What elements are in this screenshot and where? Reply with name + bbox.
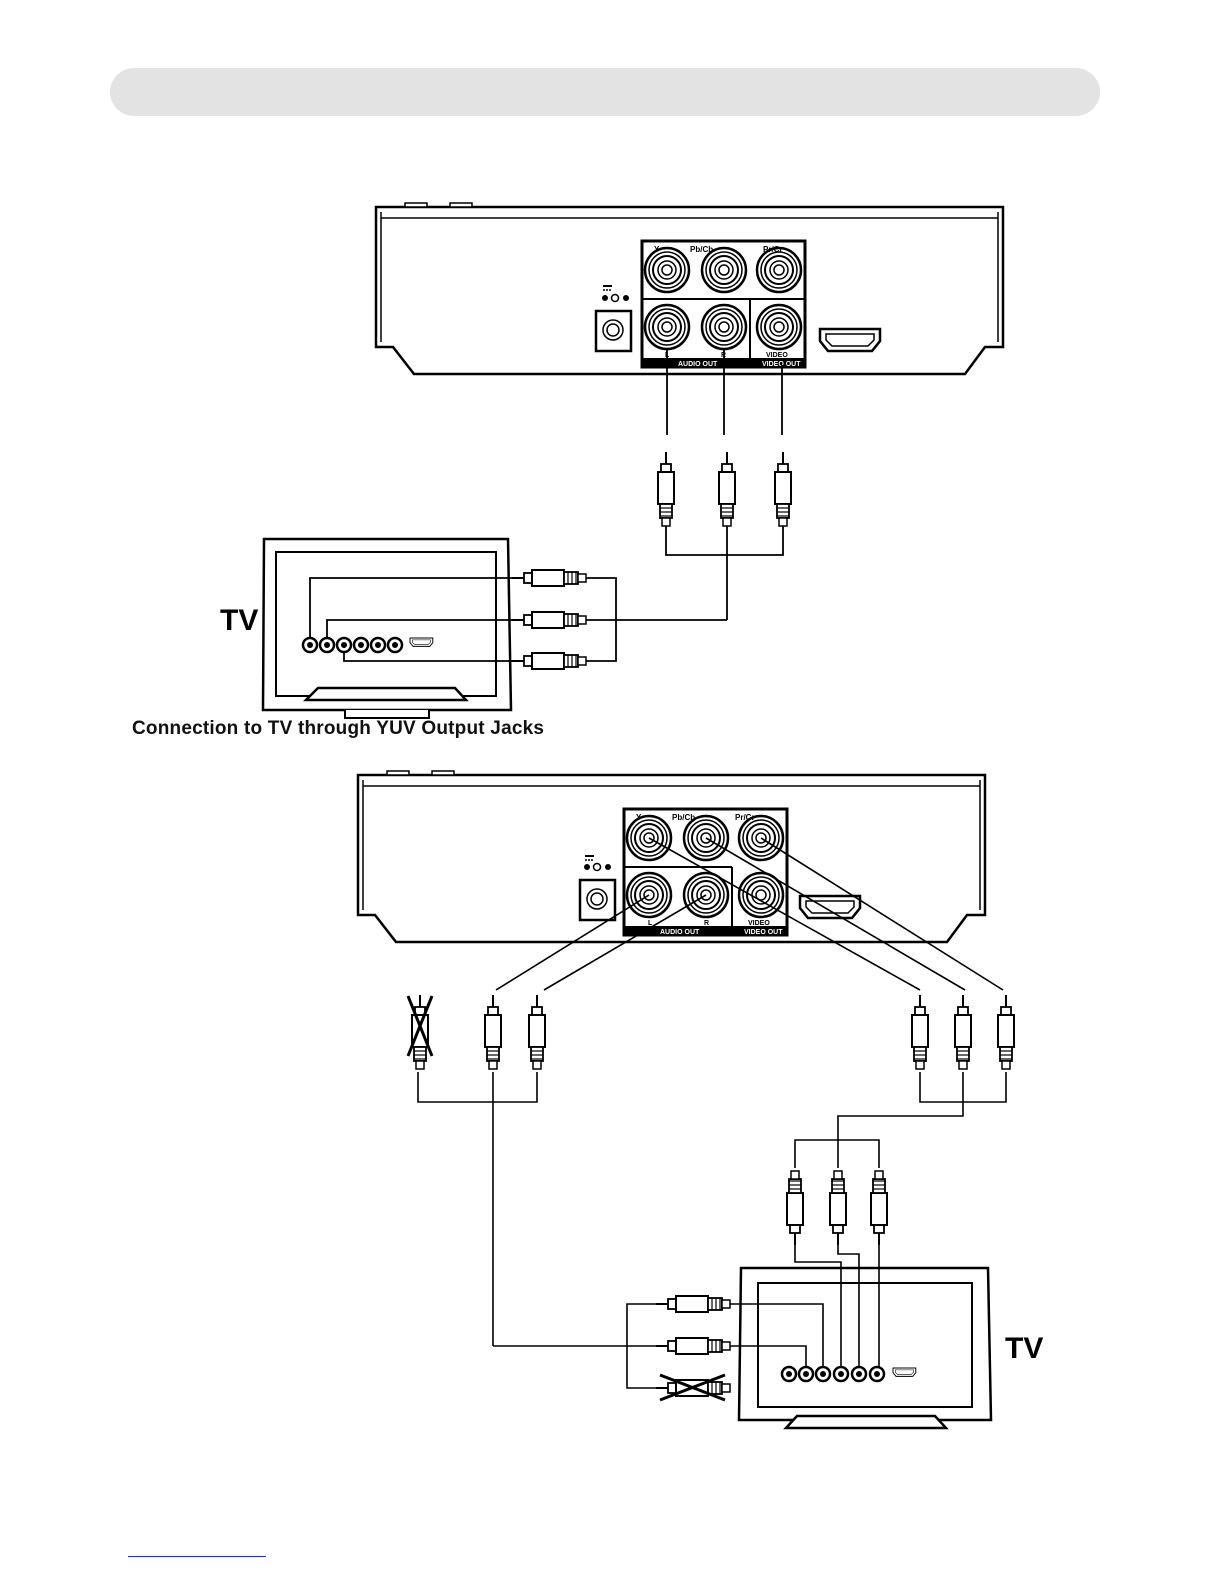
- hdmi-port: [820, 329, 880, 351]
- pr-label: Pr/Cr: [763, 245, 783, 254]
- audio-l-jack: [645, 305, 689, 349]
- cables-top: [585, 349, 783, 661]
- svg-text:Pb/Cb: Pb/Cb: [672, 813, 695, 822]
- tv-label-top: TV: [220, 604, 258, 637]
- pr-jack: [757, 248, 801, 292]
- tv-plug-3: [512, 653, 586, 669]
- rca-plug-pb-tv: [830, 1171, 846, 1245]
- tv-plug-1: [512, 570, 586, 586]
- audio-out-label: AUDIO OUT: [678, 361, 718, 368]
- svg-text:Pr/Cr: Pr/Cr: [735, 813, 755, 822]
- power-jack-bottom: [580, 856, 615, 920]
- svg-text:VIDEO OUT: VIDEO OUT: [744, 929, 783, 936]
- tv-top: [263, 539, 512, 718]
- rca-plug-r: [719, 452, 735, 526]
- rca-plug-y-tv: [787, 1171, 803, 1245]
- section-caption: Connection to TV through YUV Output Jack…: [132, 718, 544, 740]
- y-label: Y: [654, 245, 660, 254]
- rca-plug-pr: [998, 995, 1014, 1069]
- av-output-panel-bottom: Y Pb/Cb Pr/Cr L R VIDEO AUDIO OUT VIDEO …: [624, 809, 787, 936]
- rca-plug-l: [658, 452, 674, 526]
- tv-bottom: [730, 1245, 991, 1428]
- rca-plug-y: [912, 995, 928, 1069]
- svg-text:VIDEO: VIDEO: [748, 920, 770, 927]
- svg-text:Y: Y: [636, 813, 642, 822]
- video-jack: [757, 305, 801, 349]
- dvd-player-top: Y Pb/Cb Pr/Cr L R VIDEO AUDIO OUT VIDEO …: [376, 203, 1003, 374]
- audio-r-jack: [702, 305, 746, 349]
- footer-line: [128, 1556, 266, 1557]
- rca-plug-unused: [412, 995, 428, 1069]
- rca-plug-audio-r: [529, 995, 545, 1069]
- tv-label-bottom: TV: [1005, 1332, 1043, 1365]
- tv-plug-b2: [656, 1338, 730, 1354]
- dvd-player-bottom: Y Pb/Cb Pr/Cr L R VIDEO AUDIO OUT VIDEO …: [358, 771, 985, 942]
- svg-text:R: R: [704, 920, 709, 927]
- pb-label: Pb/Cb: [690, 245, 713, 254]
- pb-jack: [702, 248, 746, 292]
- rca-plug-video: [775, 452, 791, 526]
- y-jack: [645, 248, 689, 292]
- tv-plug-b1: [656, 1296, 730, 1312]
- av-output-panel: Y Pb/Cb Pr/Cr L R VIDEO AUDIO OUT VIDEO …: [642, 241, 805, 368]
- rca-plug-pr-tv: [871, 1171, 887, 1245]
- rca-plug-audio-l: [485, 995, 501, 1069]
- tv-plug-2: [512, 612, 586, 628]
- video-label: VIDEO: [766, 352, 788, 359]
- svg-text:AUDIO OUT: AUDIO OUT: [660, 929, 700, 936]
- rca-plug-pb: [955, 995, 971, 1069]
